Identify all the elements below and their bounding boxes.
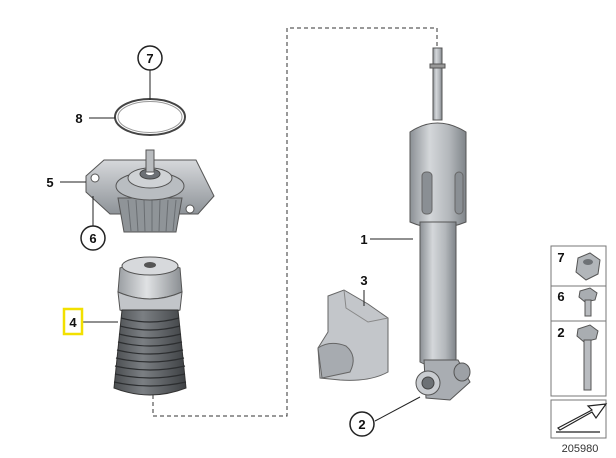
shock-absorber-part-1 (409, 47, 471, 401)
assembly-dashed-line (152, 27, 438, 417)
strut-mount-part-5 (85, 149, 215, 233)
callout-2-label: 2 (358, 417, 365, 432)
orientation-arrow-icon (557, 403, 608, 431)
callout-7-label: 7 (146, 51, 153, 66)
callout-5-label: 5 (46, 175, 53, 190)
hex-nut-icon (575, 252, 601, 281)
callout-4-label: 4 (69, 315, 77, 330)
small-parts-legend: 7 6 2 (550, 245, 608, 439)
legend-item-7-label: 7 (557, 250, 564, 265)
callout-6-label: 6 (89, 231, 96, 246)
callout-7[interactable]: 7 (137, 45, 163, 71)
leader-lines (60, 70, 421, 422)
callout-4[interactable]: 4 (62, 307, 84, 336)
orientation-arrow-box (550, 399, 608, 439)
callout-1[interactable]: 1 (360, 232, 367, 247)
long-bolt-icon (576, 324, 599, 391)
callout-1-label: 1 (360, 232, 367, 247)
legend-item-6-label: 6 (557, 289, 564, 304)
callout-3-label: 3 (360, 273, 367, 288)
o-ring-part-8 (114, 98, 186, 136)
callout-6[interactable]: 6 (80, 225, 106, 251)
callout-8[interactable]: 8 (75, 111, 82, 126)
callout-2[interactable]: 2 (349, 411, 375, 437)
callout-3[interactable]: 3 (360, 273, 367, 288)
short-bolt-icon (578, 287, 598, 317)
callout-5[interactable]: 5 (46, 175, 53, 190)
legend-item-7[interactable]: 7 (550, 245, 607, 287)
diagram-id: 205980 (562, 443, 599, 455)
heat-shield-part-3 (317, 289, 389, 381)
legend-item-6[interactable]: 6 (550, 285, 607, 322)
callout-8-label: 8 (75, 111, 82, 126)
dust-boot-part-4 (113, 309, 187, 396)
bump-stop-part-4 (117, 256, 183, 317)
legend-item-2-label: 2 (557, 325, 564, 340)
legend-item-2[interactable]: 2 (550, 320, 607, 397)
